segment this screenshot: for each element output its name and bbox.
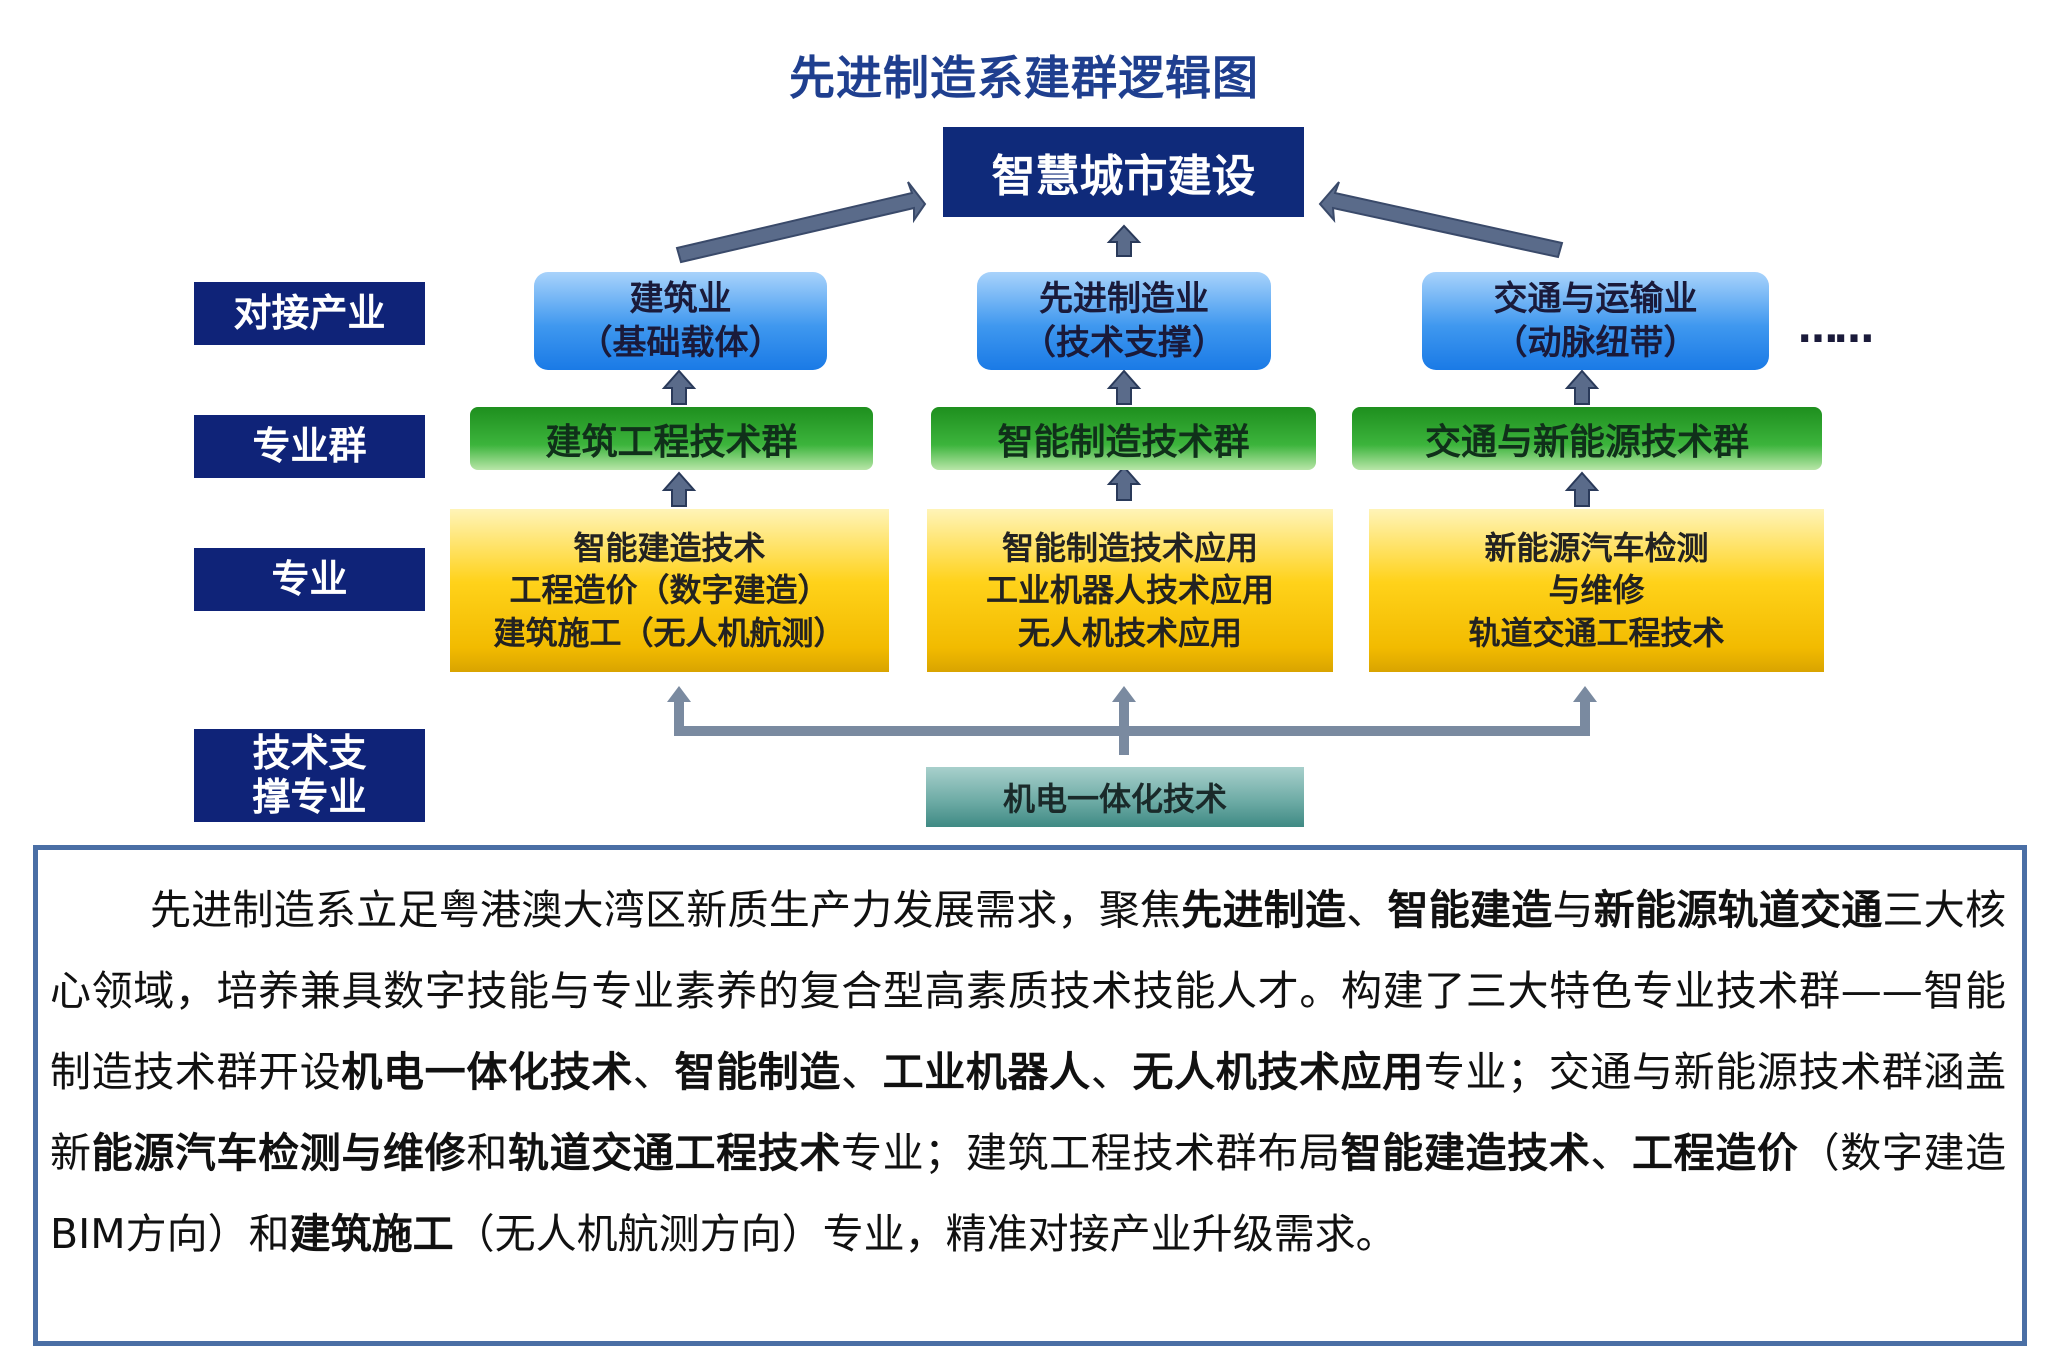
emphasized-text: 无人机技术应用 (1132, 1048, 1424, 1096)
emphasized-text: 智能制造 (674, 1048, 842, 1096)
major-item: 工程造价（数字建造） (509, 571, 830, 610)
up-arrow (661, 369, 697, 405)
text-segment: （无人机航测方向）专业，精准对接产业升级需求。 (453, 1210, 1397, 1258)
industry-role: （技术支撑） (1022, 323, 1226, 363)
emphasized-text: 建筑施工 (289, 1210, 454, 1258)
emphasized-text: 新能源轨道交通 (1593, 886, 1883, 934)
description-paragraph: 先进制造系立足粤港澳大湾区新质生产力发展需求，聚焦先进制造、智能建造与新能源轨道… (50, 870, 2006, 1275)
industry-name: 先进制造业 (1039, 278, 1209, 319)
up-arrow (1106, 369, 1142, 405)
industry-construction: 建筑业 （基础载体） (534, 272, 827, 370)
up-arrows (661, 224, 1600, 507)
industry-manufacturing: 先进制造业 （技术支撑） (977, 272, 1271, 370)
text-segment: （数字建造BIM方向）和 (50, 1129, 2007, 1258)
major-item: 建筑施工（无人机航测） (493, 613, 846, 652)
major-item: 工业机器人技术应用 (985, 571, 1274, 610)
text-segment: 、 (1090, 1048, 1133, 1096)
text-segment: 三大核心领域，培养兼具数字技能与专业素养的复合型高素质技术技能人才。构建了三大特… (50, 886, 2006, 1096)
up-arrow (1564, 369, 1600, 405)
industry-role: （动脉纽带） (1493, 323, 1698, 363)
major-item: 智能建造技术 (573, 528, 766, 567)
group-construction: 建筑工程技术群 (470, 407, 873, 470)
emphasized-text: 轨道交通工程技术 (507, 1129, 842, 1177)
group-intelligent-manufacturing: 智能制造技术群 (931, 407, 1316, 470)
major-item: 新能源汽车检测 (1484, 528, 1709, 567)
industry-transport: 交通与运输业 （动脉纽带） (1422, 272, 1769, 370)
up-arrow (661, 471, 697, 507)
industry-role: （基础载体） (578, 323, 783, 363)
row-label-industry: 对接产业 (194, 282, 425, 345)
row-label-support: 技术支撑专业 (194, 729, 425, 822)
major-item: 轨道交通工程技术 (1468, 613, 1725, 652)
text-segment: 、 (632, 1048, 675, 1096)
support-major-mechatronics: 机电一体化技术 (926, 767, 1304, 827)
text-segment: 、 (1590, 1129, 1633, 1177)
diagonal-arrow-left (675, 181, 927, 264)
industry-name: 交通与运输业 (1493, 278, 1698, 319)
emphasized-text: 先进制造 (1181, 886, 1347, 934)
diagram-title: 先进制造系建群逻辑图 (789, 51, 1259, 105)
more-ellipsis: …… (1798, 306, 1874, 352)
emphasized-text: 机电一体化技术 (341, 1048, 633, 1096)
emphasized-text: 能源汽车检测与维修 (91, 1129, 467, 1177)
text-segment: 和 (466, 1129, 508, 1177)
emphasized-text: 智能建造技术 (1340, 1129, 1591, 1177)
emphasized-text: 工程造价 (1632, 1129, 1799, 1177)
majors-transport: 新能源汽车检测 与维修 轨道交通工程技术 (1369, 509, 1824, 672)
text-segment: 与 (1552, 886, 1594, 934)
emphasized-text: 工业机器人 (882, 1048, 1091, 1096)
up-arrow (1106, 224, 1142, 257)
text-segment: 、 (1346, 886, 1388, 934)
description-box: 先进制造系立足粤港澳大湾区新质生产力发展需求，聚焦先进制造、智能建造与新能源轨道… (33, 845, 2027, 1346)
diagonal-arrow-right (1318, 181, 1564, 259)
major-item: 无人机技术应用 (1017, 613, 1242, 652)
major-item: 智能制造技术应用 (1001, 528, 1258, 567)
text-segment: 专业；交通与新能源技术群涵盖新 (50, 1048, 2007, 1177)
group-transport-energy: 交通与新能源技术群 (1352, 407, 1822, 470)
emphasized-text: 智能建造 (1387, 886, 1553, 934)
up-arrow (1106, 465, 1142, 501)
major-item: 与维修 (1548, 571, 1645, 610)
text-segment: 先进制造系立足粤港澳大湾区新质生产力发展需求，聚焦 (150, 886, 1182, 934)
row-label-group: 专业群 (194, 415, 425, 478)
industry-name: 建筑业 (629, 278, 732, 319)
text-segment: 、 (841, 1048, 883, 1096)
majors-manufacturing: 智能制造技术应用 工业机器人技术应用 无人机技术应用 (927, 509, 1333, 672)
goal-smart-city: 智慧城市建设 (943, 127, 1304, 217)
text-segment: 专业；建筑工程技术群布局 (841, 1129, 1341, 1177)
up-arrow (1564, 471, 1600, 507)
majors-construction: 智能建造技术 工程造价（数字建造） 建筑施工（无人机航测） (450, 509, 889, 672)
support-bracket (667, 686, 1597, 755)
row-label-major: 专业 (194, 548, 425, 611)
